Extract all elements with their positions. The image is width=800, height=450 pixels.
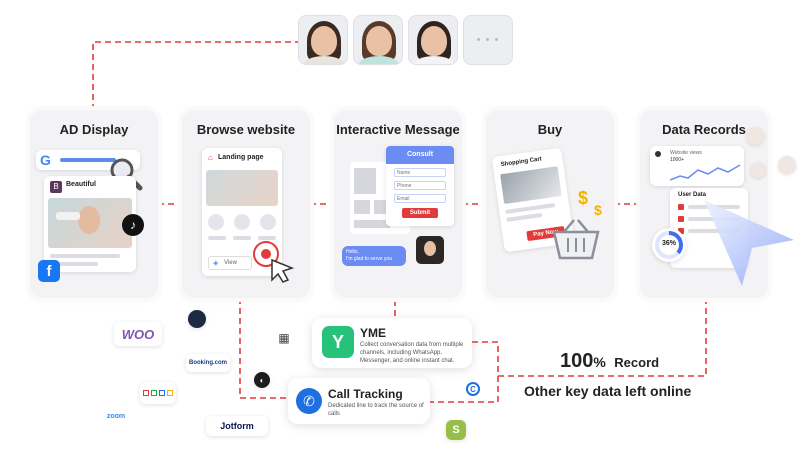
yme-description: Collect conversation data from multiple … (360, 342, 464, 364)
user-avatar-small (778, 156, 796, 174)
facebook-icon: f (38, 260, 60, 282)
ad-post: B Beautiful (44, 176, 136, 272)
views-trend-chart (670, 164, 741, 181)
stage-buy: Buy Shopping Cart Pay Now $ $ (486, 110, 614, 298)
home-icon: ⌂ (208, 153, 213, 162)
tiktok-icon: ♪ (122, 214, 144, 236)
views-value: 1000+ (670, 157, 685, 163)
dollar-icon: $ (594, 202, 602, 218)
stage-title: Browse website (196, 122, 296, 137)
landing-image (206, 170, 278, 206)
more-label: • • • (476, 34, 500, 46)
form-title: Consult (386, 146, 454, 164)
record-percent-sign: % (593, 354, 606, 370)
connector-yme-call (430, 341, 499, 403)
ad-image (48, 198, 132, 248)
call-tracking-description: Dedicated line to track the source of ca… (328, 403, 424, 417)
website-views-panel: Website views 1000+ (650, 146, 744, 186)
other-key-data: Other key data left online (524, 383, 692, 399)
jotform-logo: Jotform (206, 416, 268, 436)
cart-label: Shopping Cart (500, 156, 543, 169)
view-button[interactable]: ◈ View (208, 256, 252, 270)
round-app-logo (188, 310, 206, 328)
user-data-label: User Data (678, 192, 707, 198)
stage-title: Buy (537, 122, 563, 137)
dollar-icon: $ (578, 188, 589, 208)
user-avatar-small (750, 162, 766, 178)
product-image (500, 166, 562, 205)
chat-bubble: Hello, I'm glad to serve you (342, 246, 406, 266)
call-tracking-card[interactable]: ✆ Call Tracking Dedicated line to track … (288, 378, 430, 424)
stage-title: AD Display (59, 122, 129, 137)
stage-ad-display: AD Display G B Beautiful ♪ f (30, 110, 158, 298)
stage-browse-website: Browse website ⌂ Landing page ◈ View (182, 110, 310, 298)
click-pointer-icon (253, 241, 295, 283)
name-field[interactable]: Name (394, 168, 446, 177)
zoho-logo (140, 382, 176, 404)
zoom-logo: zoom (98, 408, 134, 424)
avatar-3 (408, 15, 458, 65)
agent-avatar (416, 236, 444, 264)
arrow-pointer-icon (704, 200, 794, 286)
brand-name: Beautiful (66, 181, 96, 188)
percent-donut: 36% (652, 228, 686, 262)
phone-field[interactable]: Phone (394, 181, 446, 190)
view-label: View (224, 260, 237, 266)
landing-label: Landing page (218, 154, 264, 161)
yme-title: YME (360, 326, 387, 340)
record-stat: 100% Record (560, 350, 659, 373)
google-icon: G (40, 152, 51, 168)
stage-interactive-message: Interactive Message Consult Name Phone E… (334, 110, 462, 298)
call-tracking-title: Call Tracking (328, 387, 403, 401)
yme-logo-icon: Y (322, 326, 354, 358)
booking-logo: Booking.com (186, 354, 230, 372)
more-avatars[interactable]: • • • (463, 15, 513, 65)
record-percent: 100 (560, 350, 594, 372)
stage-title: Interactive Message (336, 122, 460, 137)
views-label: Website views (670, 150, 702, 156)
basket-icon (552, 219, 600, 260)
brand-logo: B (50, 181, 62, 193)
record-label: Record (614, 355, 660, 370)
stage-data-records: Data Records Website views 1000+ User Da… (640, 110, 768, 298)
submit-button[interactable]: Submit (402, 208, 438, 218)
avatar-connector (92, 41, 298, 110)
stage-title: Data Records (662, 122, 746, 137)
building-icon: ▦ (276, 330, 292, 346)
cube-icon: ◈ (213, 260, 219, 267)
email-field[interactable]: Email (394, 194, 446, 203)
phone-icon: ✆ (296, 388, 322, 414)
user-avatar-small (746, 127, 764, 145)
shopify-icon: S (446, 420, 466, 440)
connector-to-records (498, 298, 707, 377)
percent-label: 36% (661, 240, 676, 247)
avatar-2 (353, 15, 403, 65)
app-icon: ◐ (254, 372, 270, 388)
c-logo-icon: C (466, 382, 480, 396)
connector-browse-call (239, 298, 288, 399)
yme-card[interactable]: Y YME Collect conversation data from mul… (312, 318, 472, 368)
consult-form: Consult Name Phone Email Submit (386, 146, 454, 226)
avatar-1 (298, 15, 348, 65)
donut-chart (655, 231, 683, 259)
woo-logo: WOO (114, 322, 162, 346)
